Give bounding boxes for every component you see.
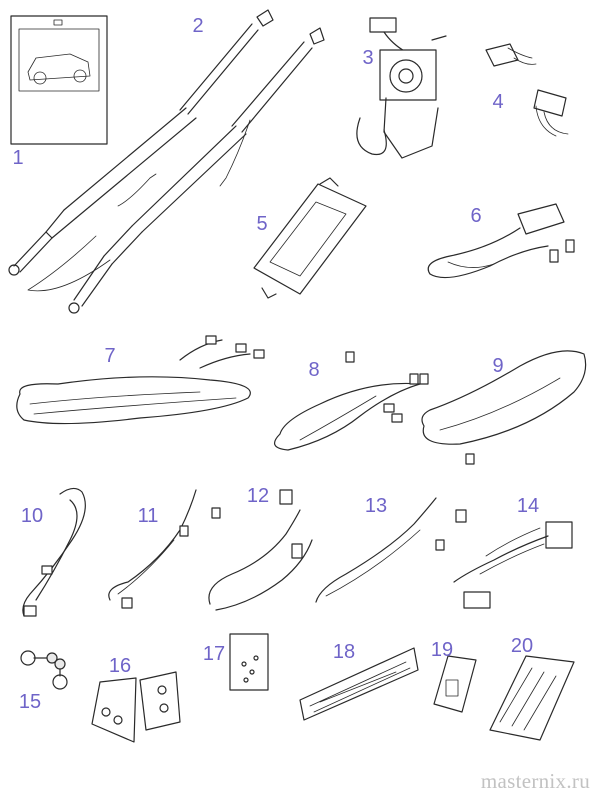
part-label-18: 18 [332,641,356,663]
harness-14 [453,521,573,609]
brackets [91,671,181,743]
part-label-3: 3 [362,47,374,69]
module-harness [427,203,575,279]
switches [485,43,569,137]
part-label-11: 11 [137,505,159,527]
harness-13 [315,497,467,603]
part-label-4: 4 [492,91,504,113]
part-label-16: 16 [108,655,132,677]
harness-11 [108,489,221,609]
harness-9 [383,350,587,465]
part-label-20: 20 [510,635,534,657]
part-label-12: 12 [246,485,270,507]
gas-struts [8,9,325,314]
part-label-10: 10 [20,505,44,527]
cable-ties [299,647,419,721]
harness-12 [208,489,313,611]
part-label-14: 14 [516,495,540,517]
part-label-15: 15 [18,691,42,713]
harness-10 [22,487,86,617]
button-part [433,655,477,713]
lock-actuator [356,17,447,159]
adhesive-pads [489,655,575,741]
control-unit [253,177,367,299]
part-label-7: 7 [104,345,116,367]
ball-studs [20,650,68,690]
part-label-1: 1 [12,147,24,169]
manual-booklet [10,15,108,145]
part-label-2: 2 [192,15,204,37]
watermark: masternix.ru [480,769,590,793]
fastener-bag [229,633,269,691]
part-label-17: 17 [202,643,226,665]
part-label-5: 5 [256,213,268,235]
part-label-19: 19 [430,639,454,661]
part-label-8: 8 [308,359,320,381]
main-harness [16,335,265,425]
part-label-6: 6 [470,205,482,227]
harness-8 [273,351,429,451]
part-label-13: 13 [364,495,388,517]
part-label-9: 9 [492,355,504,377]
